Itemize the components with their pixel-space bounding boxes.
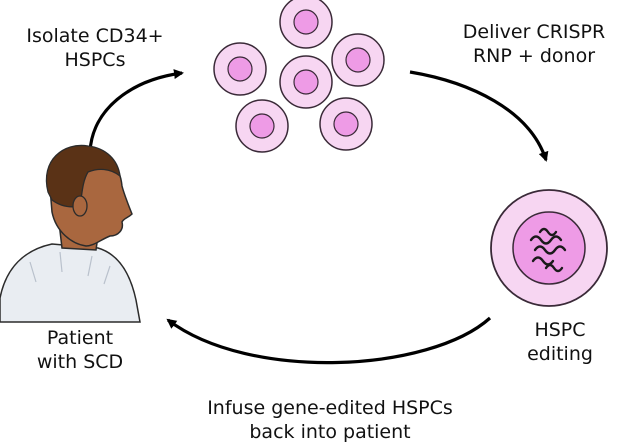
hspc-cell — [213, 42, 267, 96]
patient-line2: with SCD — [36, 351, 124, 373]
step-editing-line2: editing — [527, 343, 593, 365]
step-deliver-line1: Deliver CRISPR — [462, 21, 606, 43]
cycle-arrows — [88, 69, 549, 365]
isolated-hspc-cluster — [213, 0, 385, 153]
hspc-cell — [279, 55, 333, 109]
arrow-isolate — [88, 69, 184, 153]
step-infuse-line1: Infuse gene-edited HSPCs — [207, 397, 453, 419]
hspc-cell — [279, 0, 333, 49]
gown — [0, 243, 141, 323]
arrow-deliver — [409, 70, 549, 162]
patient-figure-icon — [0, 144, 141, 323]
step-infuse-label: Infuse gene-edited HSPCs back into patie… — [160, 396, 500, 444]
patient-line1: Patient — [46, 327, 114, 349]
step-deliver-line2: RNP + donor — [472, 45, 596, 67]
step-isolate-label: Isolate CD34+ HSPCs — [0, 24, 190, 72]
arrow-infuse — [166, 316, 492, 365]
step-isolate-line1: Isolate CD34+ — [26, 25, 164, 47]
hspc-cell — [331, 33, 385, 87]
chromosome-icon — [529, 227, 567, 273]
hspc-cell — [235, 99, 289, 153]
step-editing-label: HSPC editing — [500, 318, 620, 366]
ear — [72, 195, 88, 217]
step-infuse-line2: back into patient — [249, 421, 411, 443]
edited-hspc-cell — [490, 189, 608, 307]
step-editing-line1: HSPC — [534, 319, 586, 341]
patient-label: Patient with SCD — [10, 326, 150, 374]
step-isolate-line2: HSPCs — [64, 49, 126, 71]
hspc-cell — [319, 97, 373, 151]
step-deliver-label: Deliver CRISPR RNP + donor — [436, 20, 632, 68]
